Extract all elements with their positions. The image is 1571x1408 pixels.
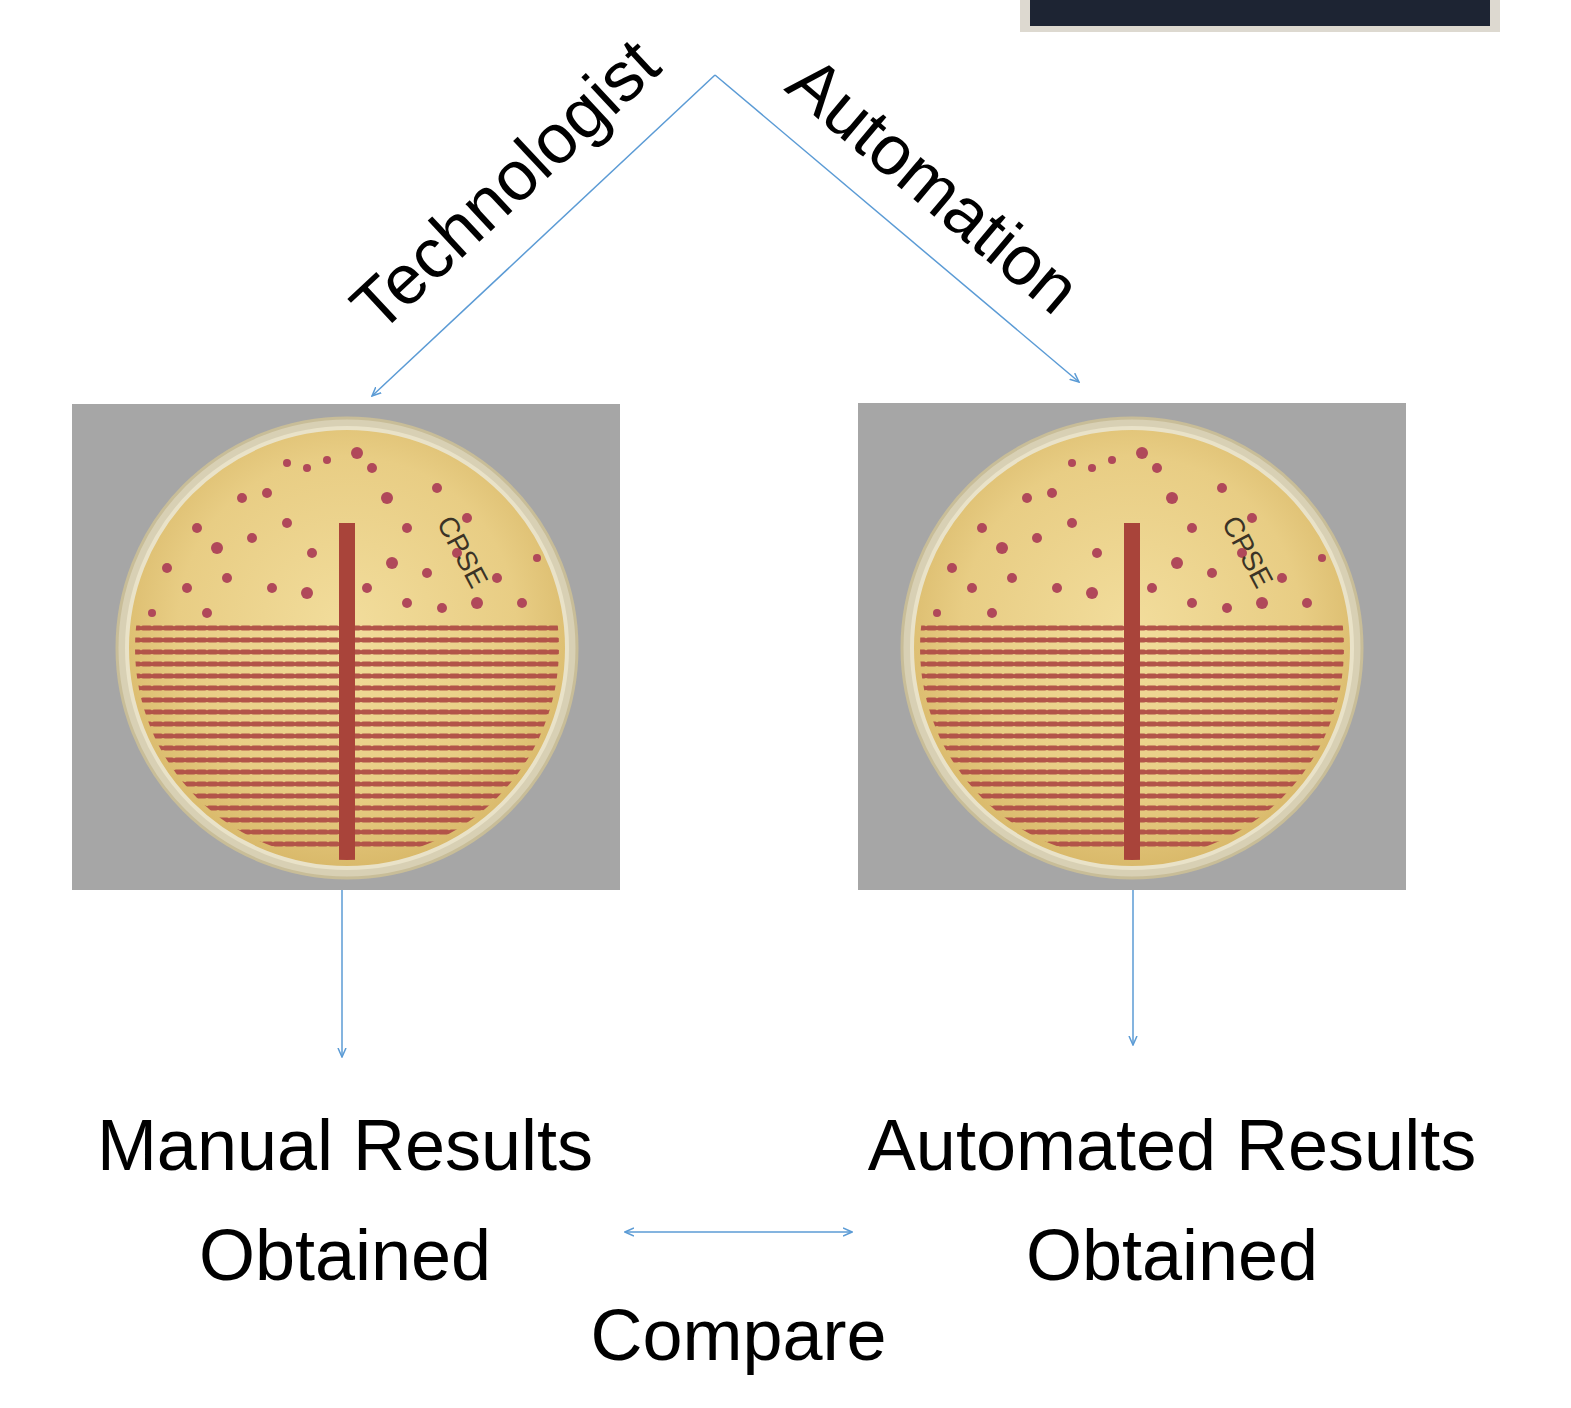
branch-label: Technologist bbox=[339, 27, 671, 344]
result-node: Automated Results Obtained bbox=[852, 1090, 1492, 1310]
compare-arrow bbox=[625, 1231, 852, 1233]
branch-label: Automation bbox=[776, 44, 1092, 325]
result-node: Manual Results Obtained bbox=[65, 1090, 625, 1310]
result-text: Manual Results Obtained bbox=[65, 1090, 625, 1310]
edge-label: Compare bbox=[590, 1290, 886, 1380]
result-text: Automated Results Obtained bbox=[852, 1090, 1492, 1310]
